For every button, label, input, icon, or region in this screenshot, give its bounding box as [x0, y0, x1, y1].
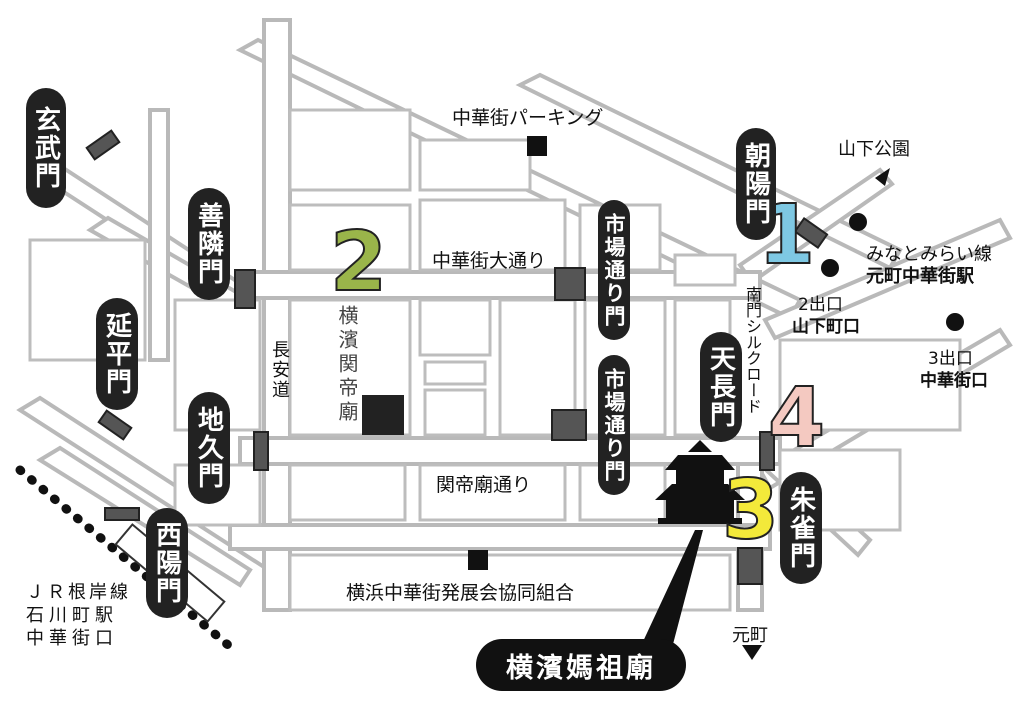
kanteibyo-street-label: 関帝廟通り	[436, 474, 532, 496]
mazu-temple-label: 横濱媽祖廟	[476, 639, 686, 691]
gate-chikyu-label: 地久門	[188, 392, 230, 504]
main-street-label: 中華街大通り	[432, 250, 547, 272]
exit2-label: 2出口	[798, 295, 843, 315]
block	[288, 108, 412, 192]
exit3-name-label: 中華街口	[920, 371, 988, 391]
gate-market1-icon	[554, 267, 586, 301]
gate-seiyo-icon	[104, 507, 140, 521]
block	[418, 463, 567, 522]
kumiai-label: 横浜中華街発展会協同組合	[346, 582, 575, 604]
gate-enpei-icon	[97, 409, 133, 441]
gate-tencho-label: 天長門	[700, 332, 742, 442]
block	[778, 338, 962, 432]
gate-chikyu-icon	[253, 431, 269, 471]
arrow-up-icon	[875, 168, 890, 186]
silk-road-label: 南門シルクロード	[743, 286, 762, 414]
block	[418, 298, 492, 357]
market-gate-1-label: 市場通り門	[598, 200, 630, 340]
road-west-vertical	[148, 108, 170, 362]
station-name-label: 元町中華街駅	[866, 266, 974, 287]
gate-enpei-label: 延平門	[96, 298, 138, 410]
jr-line-label: ＪＲ根岸線	[26, 582, 131, 603]
gate-icons	[85, 129, 829, 585]
block	[288, 553, 732, 612]
callout-pointer	[640, 530, 703, 648]
exit3-label: 3出口	[928, 349, 973, 369]
gate-market2-icon	[551, 409, 587, 441]
chouandou-label: 長安道	[269, 340, 290, 400]
area-number-3: 3	[721, 463, 780, 558]
gate-suzaku-label: 朱雀門	[780, 472, 822, 584]
parking-label: 中華街パーキング	[452, 107, 604, 129]
gate-tencho-icon	[759, 431, 775, 471]
gate-choyo-icon	[793, 217, 829, 249]
area-number-4: 4	[767, 371, 826, 466]
arrow-down-icon	[742, 645, 762, 660]
gate-seiyo-label: 西陽門	[146, 508, 188, 618]
yamashita-park-label: 山下公園	[838, 139, 910, 160]
gate-choyo-label: 朝陽門	[736, 128, 776, 240]
block	[288, 203, 412, 272]
exit2-name-label: 山下町口	[792, 317, 860, 337]
kanteibyo-marker	[362, 395, 404, 435]
exit2-dot	[821, 259, 839, 277]
block	[418, 138, 532, 192]
road-south	[228, 523, 772, 551]
kumiai-marker	[468, 550, 488, 570]
gate-suzaku-icon	[737, 547, 763, 585]
exit3-dot	[946, 313, 964, 331]
market-gate-2-label: 市場通り門	[598, 355, 630, 495]
gate-zenrin-icon	[234, 269, 256, 309]
parking-marker	[527, 136, 547, 156]
block	[418, 198, 567, 272]
block	[673, 253, 737, 287]
jr-exit-label: 中華街口	[26, 628, 118, 649]
mazu-temple-icon	[655, 440, 745, 524]
kanteibyo-temple-label: 横濱関帝廟	[335, 305, 359, 425]
block	[288, 463, 407, 522]
gate-zenrin-label: 善隣門	[188, 188, 230, 300]
block	[423, 360, 487, 386]
motomachi-label: 元町	[732, 625, 768, 646]
gate-genbu-icon	[85, 129, 121, 161]
station-dot	[849, 213, 867, 231]
block	[423, 388, 487, 437]
road-chouandou	[262, 18, 292, 612]
gate-genbu-label: 玄武門	[26, 88, 66, 208]
station-line-label: みなとみらい線	[866, 244, 992, 265]
jr-station-label: 石川町駅	[26, 605, 118, 626]
road-east-diagonal	[762, 217, 1013, 341]
area-number-2: 2	[329, 215, 388, 310]
